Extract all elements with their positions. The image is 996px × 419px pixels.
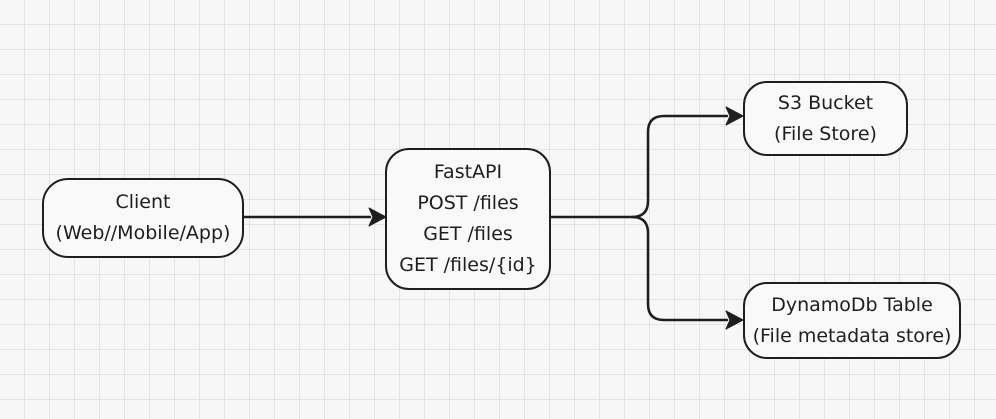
fastapi-route-get-file-by-id: GET /files/{id}: [399, 254, 537, 276]
arrowhead-db: [725, 310, 744, 330]
s3-bucket-node-title: S3 Bucket: [777, 91, 874, 114]
arrowhead-api: [368, 207, 387, 227]
fastapi-route-get-files: GET /files: [423, 223, 513, 245]
fastapi-node-title: FastAPI: [433, 161, 503, 183]
client-node-subtitle: (Web//Mobile/App): [55, 222, 231, 244]
dynamodb-table-node-subtitle: (File metadata store): [752, 324, 952, 347]
edge-api-to-db: [630, 215, 729, 322]
fastapi-node[interactable]: FastAPI POST /files GET /files GET /file…: [385, 148, 551, 290]
s3-bucket-node-subtitle: (File Store): [774, 122, 877, 145]
arrowhead-s3: [725, 106, 744, 126]
s3-bucket-node[interactable]: S3 Bucket (File Store): [743, 81, 908, 156]
fastapi-route-post-files: POST /files: [417, 192, 519, 214]
client-node[interactable]: Client (Web//Mobile/App): [42, 178, 244, 258]
dynamodb-table-node[interactable]: DynamoDb Table (File metadata store): [743, 282, 961, 359]
dynamodb-table-node-title: DynamoDb Table: [771, 293, 933, 316]
client-node-title: Client: [115, 191, 171, 213]
edge-api-to-s3: [549, 114, 729, 219]
